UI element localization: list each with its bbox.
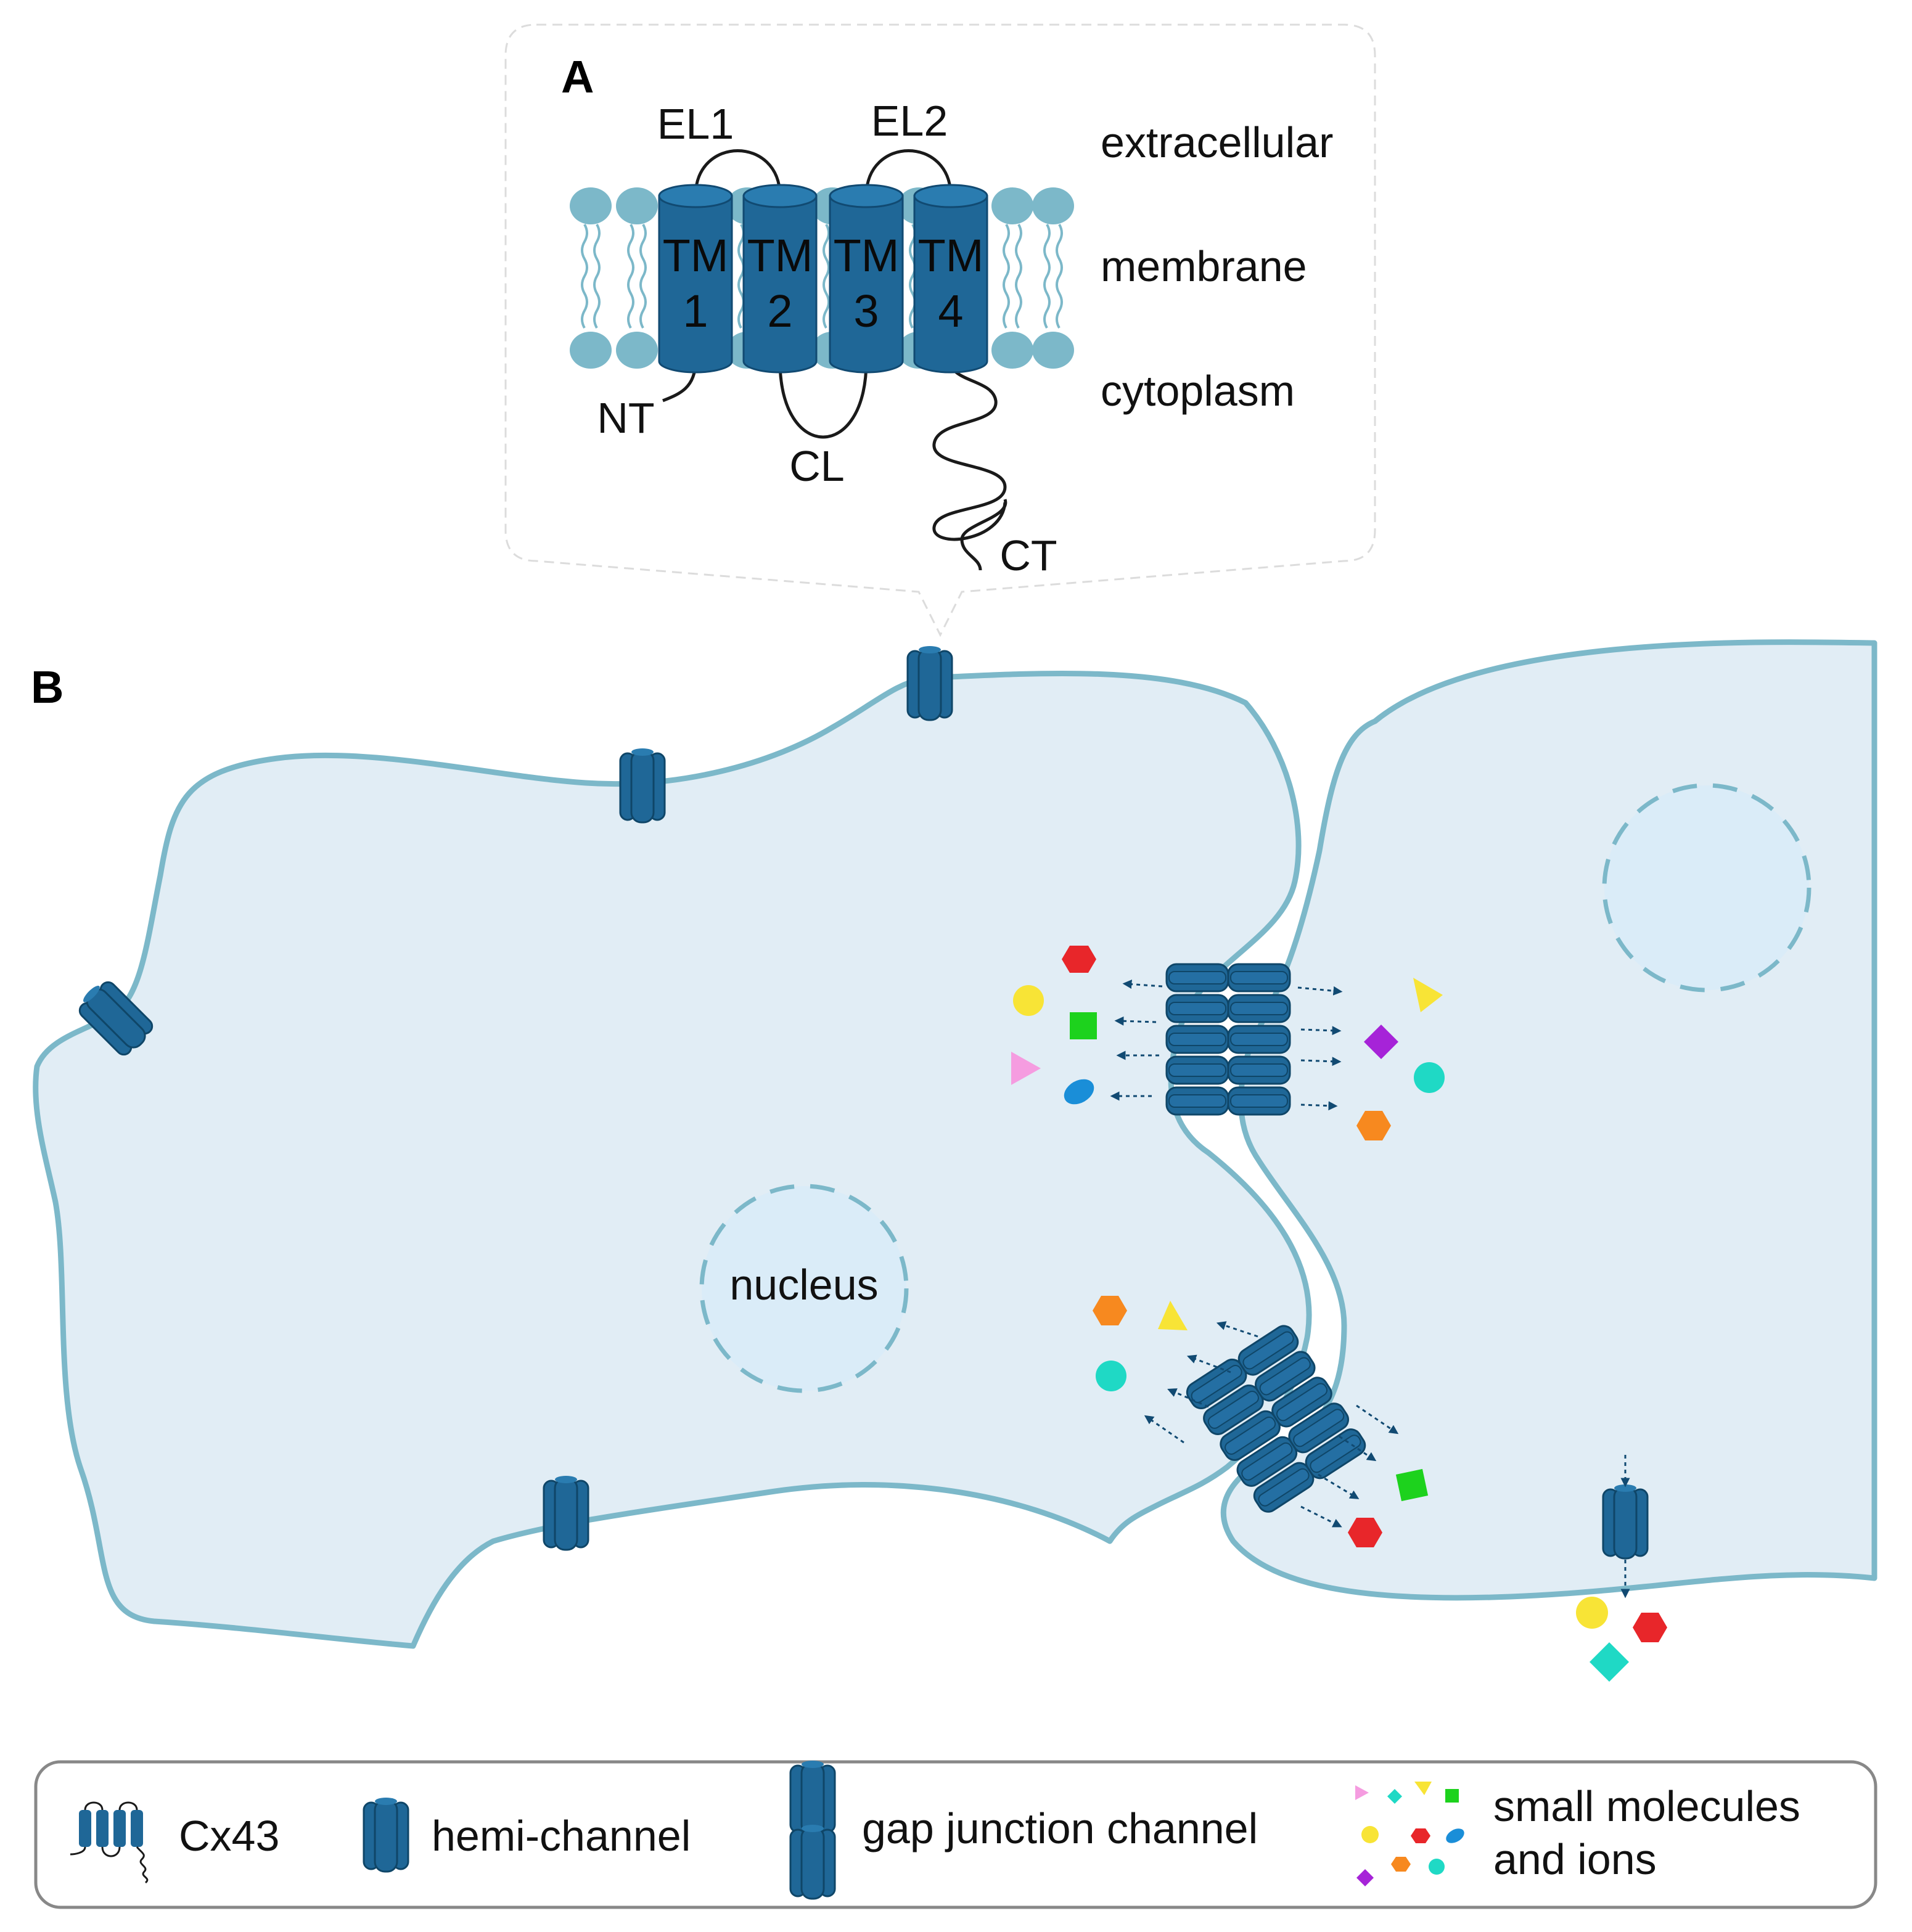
helix-label-number: 3: [853, 285, 879, 337]
lipid-tail: [737, 224, 745, 329]
panel-b-letter: B: [31, 661, 64, 713]
lipid-head: [1032, 332, 1074, 369]
hemi-channel-top-left: [619, 747, 666, 824]
green-square-2: [1395, 1468, 1429, 1502]
label-cl: CL: [789, 442, 844, 490]
lipid-tail: [627, 224, 634, 329]
legend-gap-junction-label: gap junction channel: [862, 1804, 1258, 1852]
lipid-head: [616, 187, 658, 224]
lipid-head: [991, 187, 1033, 224]
red-hexagon-3: [1633, 1613, 1667, 1642]
helix-label-number: 4: [938, 285, 963, 337]
label-el2: EL2: [871, 97, 948, 145]
legend-gap-junction-icon: [789, 1759, 836, 1900]
helix-label-top: TM: [918, 230, 984, 281]
green-square: [1070, 1012, 1097, 1039]
extracellular-loop-2: [864, 149, 953, 197]
orange-hexagon: [1356, 1111, 1391, 1140]
lipid-head: [570, 332, 612, 369]
helix-label-top: TM: [663, 230, 729, 281]
label-extracellular: extracellular: [1101, 118, 1333, 166]
red-hexagon-2: [1348, 1518, 1382, 1547]
pink-triangle: [1011, 1052, 1041, 1085]
red-hexagon: [1062, 946, 1096, 973]
yellow-triangle: [1413, 978, 1443, 1012]
lipid-head: [991, 332, 1033, 369]
legend-small-molecules-label-line1: small molecules: [1493, 1782, 1800, 1830]
cyan-circle-2: [1096, 1361, 1126, 1391]
lipid-bilayer: [570, 187, 1074, 369]
helix-tm3: TM3: [829, 184, 904, 374]
lipid-head: [616, 332, 658, 369]
gap-junction-upper-arrows: [1110, 980, 1343, 1111]
nucleus-left: [699, 1184, 909, 1393]
lipid-tail: [1003, 224, 1010, 329]
gap-junction-lower-arrows: [1144, 1321, 1399, 1528]
helix-label-top: TM: [747, 230, 813, 281]
yellow-circle-2: [1576, 1597, 1608, 1629]
lipid-head: [1032, 187, 1074, 224]
left-cell: [33, 670, 1312, 1649]
panel-a-letter: A: [561, 51, 594, 102]
c-terminus: [932, 361, 1007, 541]
purple-diamond: [1364, 1025, 1398, 1059]
helix-label-top: TM: [834, 230, 900, 281]
lipid-head: [570, 187, 612, 224]
blue-oval: [1064, 1079, 1094, 1105]
lipid-tail: [639, 224, 647, 329]
cytoplasmic-loop: [778, 361, 868, 439]
legend-cx43-label: Cx43: [179, 1812, 279, 1860]
helix-label-number: 1: [683, 285, 708, 337]
panel-b: B nucleus: [31, 639, 1877, 1682]
legend: Cx43 hemi-channel gap junction channel s…: [34, 1759, 1877, 1909]
orange-hexagon-2: [1093, 1296, 1127, 1325]
cyan-circle: [1414, 1062, 1445, 1093]
label-membrane: membrane: [1101, 242, 1307, 290]
hemi-channel-right-cell: [1602, 1483, 1649, 1560]
helix-tm2: TM2: [742, 184, 818, 374]
legend-box: [34, 1760, 1877, 1909]
lipid-tail: [581, 224, 588, 329]
lipid-tail: [909, 224, 916, 329]
label-el1: EL1: [657, 100, 734, 148]
nucleus-label: nucleus: [729, 1261, 878, 1309]
legend-small-molecules-label-line2: and ions: [1493, 1835, 1657, 1883]
hemi-channel-top: [906, 645, 953, 721]
small-molecules: [1011, 946, 1667, 1682]
label-nt: NT: [597, 394, 654, 442]
label-ct: CT: [999, 531, 1057, 579]
label-cytoplasm: cytoplasm: [1101, 367, 1295, 415]
helix-tm4: TM4: [913, 184, 988, 374]
legend-small-molecules-icon: [1355, 1782, 1464, 1886]
cyan-diamond: [1590, 1642, 1629, 1682]
hemi-channel-bottom: [543, 1475, 589, 1551]
legend-hemi-channel-icon: [363, 1796, 409, 1873]
lipid-tail: [823, 224, 830, 329]
helix-label-number: 2: [767, 285, 792, 337]
lipid-tail: [1015, 224, 1022, 329]
legend-hemi-channel-label: hemi-channel: [432, 1812, 691, 1860]
lipid-tail: [593, 224, 601, 329]
protein-loops: [662, 149, 1007, 571]
zoom-callout-outline: [504, 23, 1376, 637]
gap-junction-upper: [1167, 964, 1290, 1115]
yellow-triangle-2: [1158, 1301, 1188, 1330]
lipid-tail: [1043, 224, 1051, 329]
lipid-tail: [1056, 224, 1063, 329]
helix-tm1: TM1: [658, 184, 733, 374]
yellow-circle: [1013, 985, 1044, 1016]
extracellular-loop-1: [694, 149, 782, 197]
cx43-icon: [70, 1801, 149, 1884]
nucleus-right: [1602, 783, 1811, 993]
